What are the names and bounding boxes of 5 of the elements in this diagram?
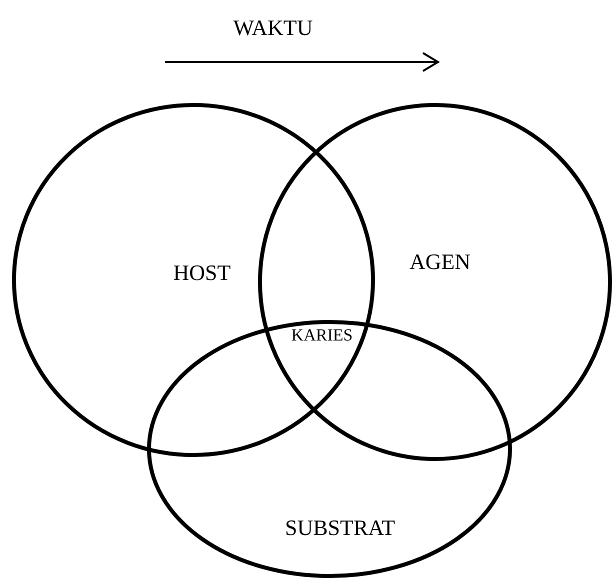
circle-label: SUBSTRAT bbox=[284, 517, 396, 539]
overlap-label: KARIES bbox=[291, 326, 353, 344]
circle-label: HOST bbox=[173, 262, 231, 284]
circle-label: AGEN bbox=[409, 251, 471, 273]
time-label: WAKTU bbox=[233, 17, 313, 39]
